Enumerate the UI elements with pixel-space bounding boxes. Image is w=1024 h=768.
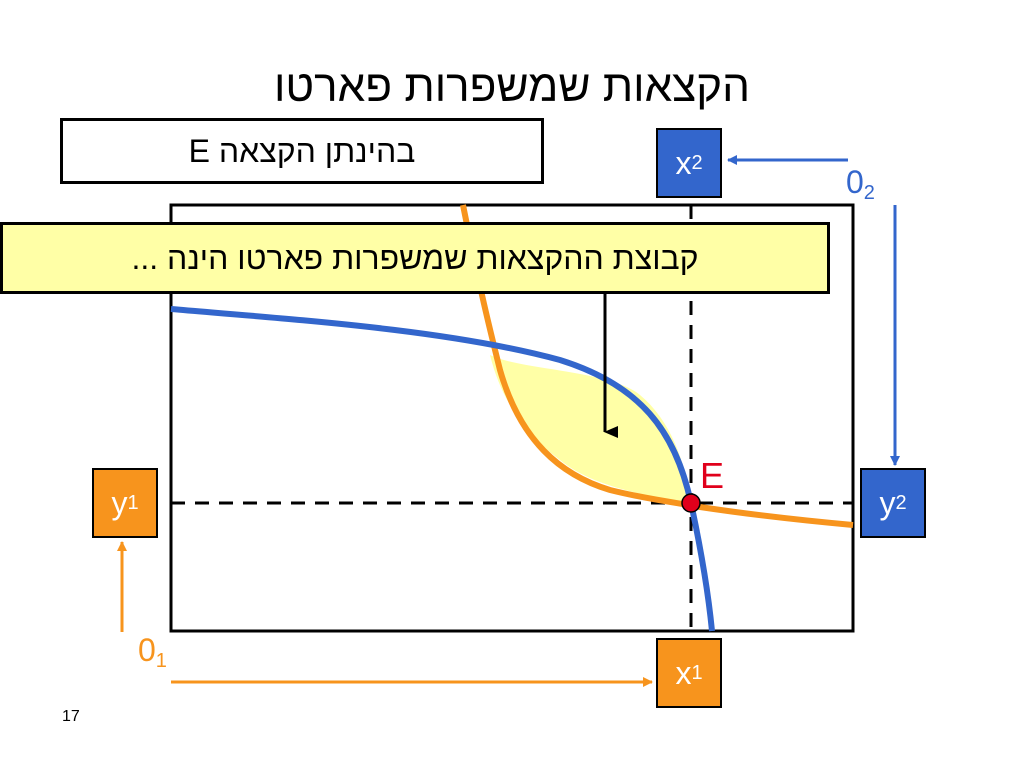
origin-agent2: 02 [846,164,875,204]
point-e-label: E [700,455,725,496]
edgeworth-box [169,203,855,633]
allocation-point-e [681,493,701,513]
slide-title: הקצאות שמשפרות פארטו [273,62,751,111]
indifference-curve-agent2 [170,306,715,632]
given-allocation-box: בהינתן הקצאה E [60,118,544,184]
pareto-improvement-region [490,355,691,503]
page-number: 17 [62,708,80,725]
pareto-set-callout: קבוצת ההקצאות שמשפרות פארטו הינה ... [0,222,830,294]
origin-agent1: 01 [138,632,167,672]
indifference-curve-agent1 [460,204,854,528]
